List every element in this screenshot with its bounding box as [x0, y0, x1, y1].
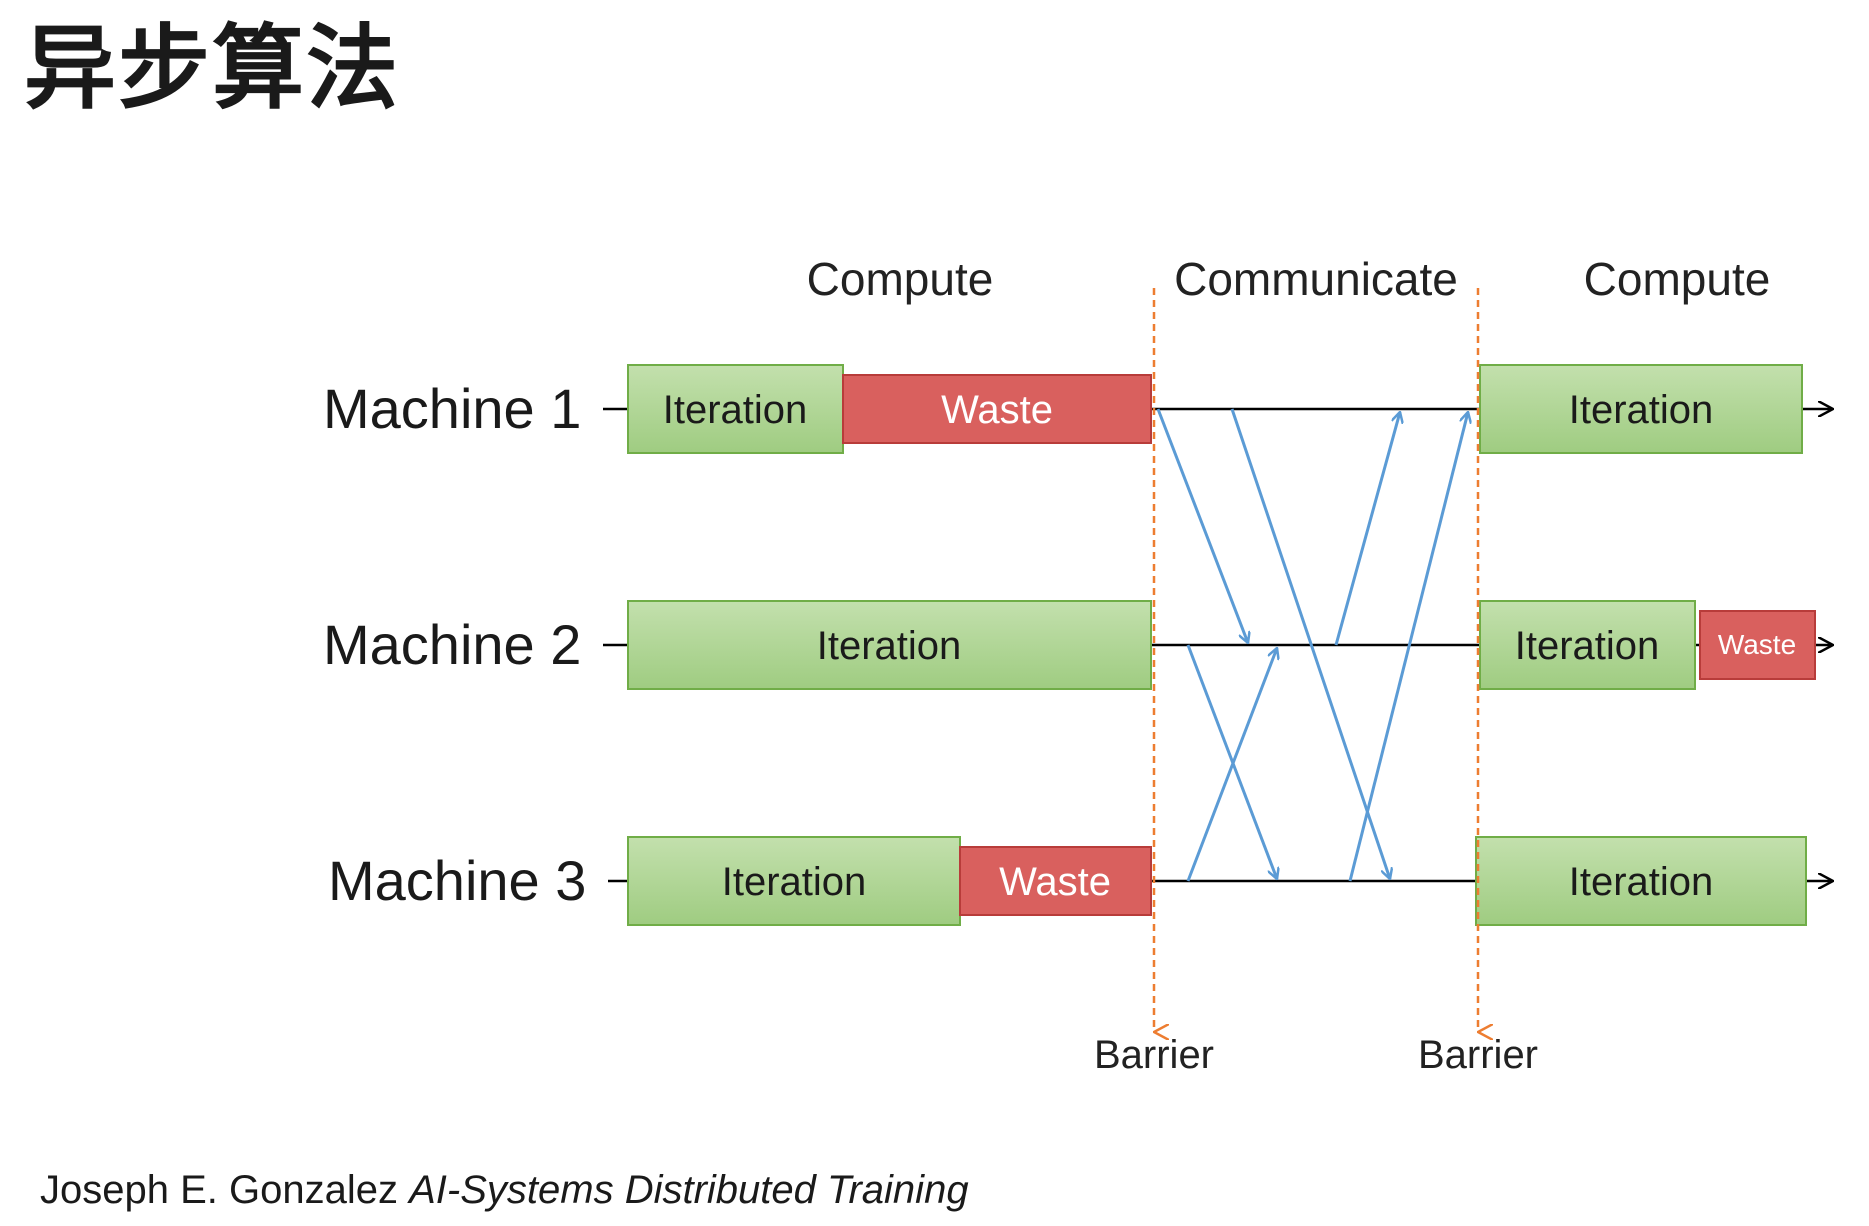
machine-3-waste-label: Waste — [999, 860, 1111, 904]
machine-1-next-iteration-label: Iteration — [1569, 388, 1714, 432]
message-arrow-m1-to-m2 — [1156, 408, 1248, 643]
citation-author: Joseph E. Gonzalez — [40, 1168, 398, 1212]
slide-title: 异步算法 — [24, 15, 401, 122]
machine-label-1: Machine 1 — [323, 377, 581, 440]
phase-label-compute-right: Compute — [1584, 253, 1771, 305]
citation: Joseph E. Gonzalez AI-Systems Distribute… — [40, 1168, 969, 1213]
barriers — [1152, 288, 1478, 1032]
machine-2-next-iteration-block — [1479, 600, 1696, 690]
machine-3-iteration-label: Iteration — [722, 860, 867, 904]
barrier-label-1: Barrier — [1094, 1033, 1214, 1077]
timelines — [603, 409, 1833, 881]
citation-work-title: AI-Systems Distributed Training — [409, 1168, 969, 1212]
message-arrow-m3-to-m2 — [1186, 648, 1277, 882]
machine-1-waste-block — [842, 374, 1152, 444]
message-arrow-m3-to-m1 — [1348, 412, 1468, 882]
barrier-label-2: Barrier — [1418, 1033, 1538, 1077]
machine-2-next-waste-block — [1699, 610, 1816, 680]
machine-1-iteration-block — [627, 364, 844, 454]
machine-1-waste-label: Waste — [941, 388, 1053, 432]
message-arrow-m2-to-m1-a — [1334, 412, 1400, 646]
phase-label-compute-left: Compute — [807, 253, 994, 305]
machine-3-next-iteration-label: Iteration — [1569, 860, 1714, 904]
machine-label-2: Machine 2 — [323, 613, 581, 676]
machine-2-iteration-label: Iteration — [817, 624, 962, 668]
message-arrows — [1156, 408, 1468, 882]
machine-2-iteration-block — [627, 600, 1152, 690]
machine-2-next-iteration-label: Iteration — [1515, 624, 1660, 668]
machine-3-iteration-block — [627, 836, 961, 926]
machine-1-next-iteration-block — [1479, 364, 1803, 454]
machine-label-3: Machine 3 — [328, 849, 586, 912]
machine-1-iteration-label: Iteration — [663, 388, 808, 432]
machine-3-next-iteration-block — [1475, 836, 1807, 926]
phase-label-communicate: Communicate — [1174, 253, 1458, 305]
machine-2-next-waste-label: Waste — [1718, 629, 1796, 660]
message-arrow-m1-to-m3 — [1230, 408, 1390, 879]
machine-3-waste-block — [959, 846, 1152, 916]
